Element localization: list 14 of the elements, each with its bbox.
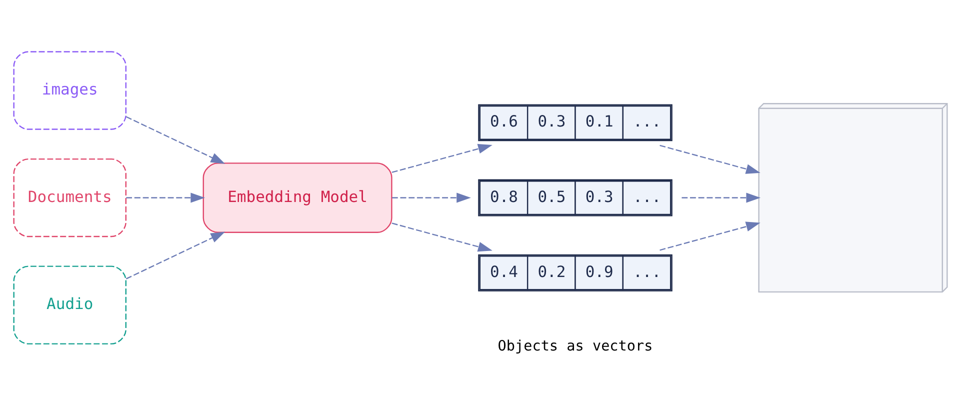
node-box: Audio (12, 266, 126, 344)
arrow (681, 192, 760, 203)
node-box: Documents (12, 158, 126, 238)
arrow (391, 192, 470, 203)
arrow (125, 232, 225, 280)
node-box: Embedding Model (202, 162, 392, 233)
arrow (125, 116, 225, 164)
arrow (391, 222, 492, 252)
arrow (659, 144, 760, 174)
node-box: images (12, 51, 126, 130)
arrow (126, 192, 204, 203)
arrow (391, 144, 492, 173)
arrow (659, 222, 760, 251)
label: Objects as vectors (497, 338, 652, 354)
